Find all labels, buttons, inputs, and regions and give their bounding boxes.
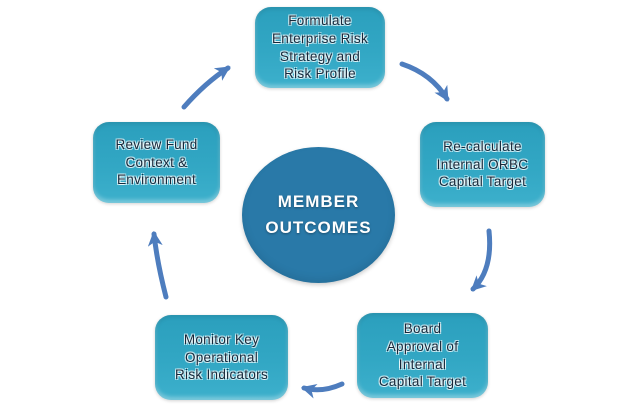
- arrow-left-to-top-icon: [181, 65, 231, 110]
- node-label: Formulate Enterprise Risk Strategy and R…: [271, 12, 369, 82]
- node-review-fund-context: Review Fund Context & Environment: [93, 122, 220, 203]
- node-recalculate-orbc-target: Re-calculate Internal ORBC Capital Targe…: [420, 122, 545, 207]
- node-formulate-risk-strategy: Formulate Enterprise Risk Strategy and R…: [255, 7, 385, 88]
- node-board-approval: Board Approval of Internal Capital Targe…: [357, 313, 488, 398]
- arrow-top-to-right-icon: [399, 61, 450, 102]
- arrow-bottom-right-to-bottom-left-icon: [301, 381, 345, 399]
- center-label: MEMBER OUTCOMES: [265, 191, 372, 237]
- node-label: Review Fund Context & Environment: [115, 136, 198, 188]
- center-circle-member-outcomes: MEMBER OUTCOMES: [242, 147, 395, 283]
- node-label: Monitor Key Operational Risk Indicators: [174, 331, 269, 383]
- node-label: Re-calculate Internal ORBC Capital Targe…: [436, 138, 529, 190]
- node-label: Board Approval of Internal Capital Targe…: [378, 320, 467, 390]
- node-monitor-kris: Monitor Key Operational Risk Indicators: [155, 315, 288, 400]
- arrow-bottom-left-to-left-icon: [147, 231, 169, 300]
- arrow-right-to-bottom-right-icon: [470, 228, 493, 292]
